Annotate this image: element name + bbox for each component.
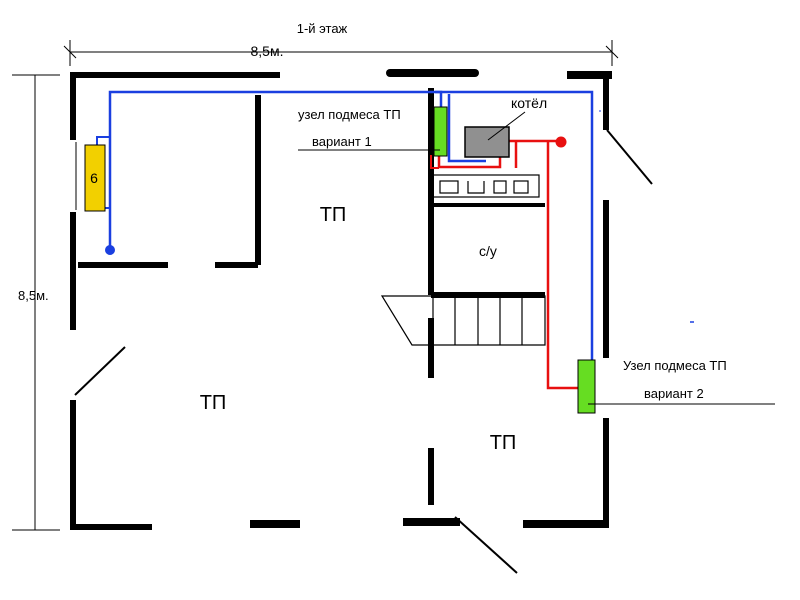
door-bottom [454, 516, 518, 574]
room-label-tp-left: ТП [200, 392, 227, 414]
dimension-lines [12, 40, 619, 531]
boiler [464, 126, 510, 158]
return-pipe-endpoint [105, 245, 115, 255]
counter-burner-4 [513, 180, 529, 194]
width-dimension-slash-left [63, 45, 77, 59]
return-pipes [96, 90, 601, 362]
supply-pipes [430, 139, 578, 390]
return-pipe-variant-2 [435, 90, 594, 362]
boiler-leader-line [487, 111, 526, 141]
counter-burner-3 [493, 180, 507, 194]
door-right-upper [606, 129, 653, 185]
counter-burner-2 [467, 181, 485, 194]
supply-pipe-endpoint [555, 136, 567, 148]
return-pipe-radiator [108, 90, 443, 249]
radiator [84, 144, 106, 212]
height-dimension-label: 8,5м. [18, 288, 49, 303]
stairs [380, 295, 546, 346]
mixing-unit-2 [577, 359, 596, 414]
width-dimension-label: 8,5м. [251, 43, 284, 59]
boiler-label: котёл [511, 95, 547, 111]
mixing-unit-2-variant: вариант 2 [644, 386, 704, 401]
stairs-outline [380, 295, 546, 346]
mixing-unit-1-title: узел подмеса ТП [298, 107, 401, 122]
counter-burner-1 [439, 180, 459, 194]
mixing-unit-2-title: Узел подмеса ТП [623, 358, 727, 373]
mixing-unit-1 [433, 106, 448, 157]
supply-pipe-left [430, 155, 439, 169]
kitchen-counter [430, 174, 540, 198]
radiator-label: 6 [90, 170, 98, 186]
doors [74, 129, 653, 574]
room-label-bathroom: с/у [479, 243, 497, 259]
supply-pipe-variant-2 [546, 141, 578, 390]
room-label-tp-top: ТП [320, 204, 347, 226]
mixing-unit-1-variant: вариант 1 [312, 134, 372, 149]
room-label-tp-right: ТП [490, 432, 517, 454]
return-pipe-boiler [447, 94, 486, 163]
counter-outline [430, 174, 540, 198]
floor-title: 1-й этаж [297, 21, 348, 36]
width-dimension-slash-right [605, 45, 619, 59]
supply-pipe-variant-1 [437, 139, 561, 169]
door-left [74, 346, 126, 396]
